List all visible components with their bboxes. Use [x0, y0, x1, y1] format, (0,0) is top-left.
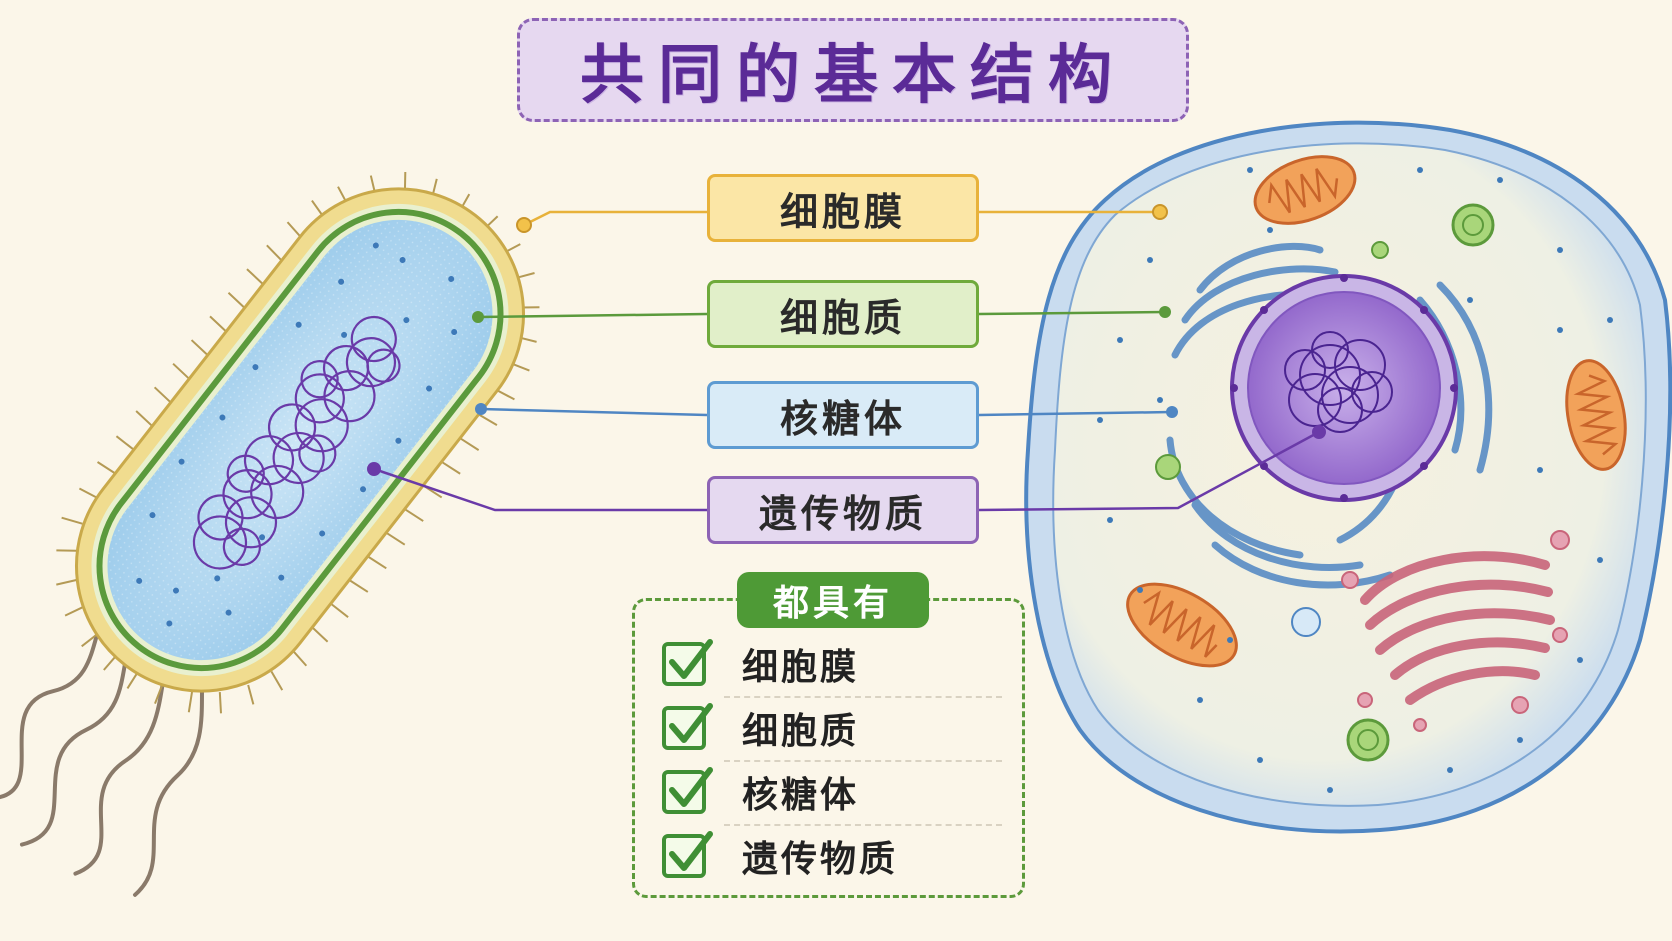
summary-item: 遗传物质 — [662, 828, 1002, 884]
connector-cytoplasm-right — [978, 310, 1166, 316]
connector-ribosome-right — [978, 410, 1173, 417]
chromatin — [1284, 331, 1393, 433]
bacterial-membrane — [96, 208, 504, 672]
connector-genetic-right — [978, 430, 1320, 512]
mitochondria — [1126, 155, 1627, 668]
summary-item-label: 细胞膜 — [742, 646, 860, 688]
bacterial-ribosomes — [136, 242, 458, 627]
label-genetic-material: 遗传物质 — [707, 476, 979, 544]
summary-item: 细胞质 — [662, 700, 1002, 762]
vacuole — [1291, 607, 1321, 637]
cell-ribosomes — [1097, 167, 1613, 793]
nuclear-pores — [1230, 274, 1458, 502]
connectors — [373, 210, 1320, 512]
animal-cell — [1024, 120, 1672, 834]
peroxisomes — [1155, 203, 1495, 762]
label-cell-membrane: 细胞膜 — [707, 174, 979, 242]
bacterium — [0, 172, 540, 897]
connector-cytoplasm-left — [477, 312, 708, 319]
summary-item: 核糖体 — [662, 764, 1002, 826]
checkmark-icon — [662, 767, 713, 814]
summary-title: 都具有 — [737, 572, 929, 628]
golgi-vesicles — [1341, 530, 1570, 732]
golgi-apparatus — [1360, 551, 1555, 705]
checkmark-icon — [662, 703, 713, 750]
label-ribosome: 核糖体 — [707, 381, 979, 449]
summary-item: 细胞膜 — [662, 636, 1002, 698]
label-cytoplasm: 细胞质 — [707, 280, 979, 348]
connector-dots — [367, 204, 1326, 476]
summary-item-label: 细胞质 — [742, 710, 860, 752]
checkmark-icon — [662, 639, 713, 686]
connector-membrane-left — [523, 210, 707, 227]
connector-ribosome-left — [480, 407, 708, 417]
bacterial-nucleoid — [192, 315, 401, 570]
checkmark-icon — [662, 831, 713, 878]
connector-genetic-left — [373, 467, 707, 512]
pili — [56, 172, 540, 714]
summary-item-label: 遗传物质 — [742, 838, 899, 880]
page-title: 共同的基本结构 — [517, 18, 1189, 122]
summary-item-label: 核糖体 — [742, 774, 860, 816]
